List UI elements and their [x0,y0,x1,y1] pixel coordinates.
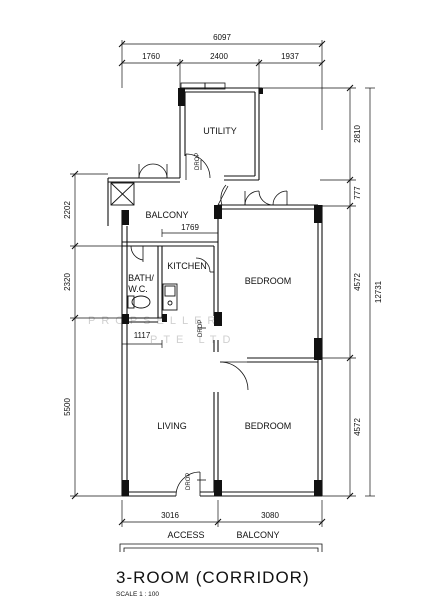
watermark-line2: PTE LTD [150,334,236,346]
room-living: LIVING [157,421,187,431]
dimension-lines [70,40,375,527]
room-bedroom-lower: BEDROOM [245,421,292,431]
dim-bottom-2: 3080 [261,511,279,520]
access-balcony-outline [119,543,323,552]
plan-scale: SCALE 1 : 100 [116,591,159,598]
dim-left-1: 2202 [63,201,72,219]
dim-top-2: 2400 [210,52,228,61]
dim-top-3: 1937 [281,52,299,61]
toilet-icon [127,295,151,309]
drop-label-kitchen: DROP [198,320,204,337]
dim-bottom-1: 3016 [161,511,179,520]
room-balcony: BALCONY [145,210,188,220]
dim-right-3: 4572 [353,273,362,291]
dim-left-3: 5500 [63,398,72,416]
dimension-ticks [71,40,354,526]
structural-columns [122,88,322,496]
dim-right-4: 4572 [353,418,362,436]
access-balcony-label: BALCONY [236,530,279,540]
utility-window [180,82,226,90]
drop-arrow-icon [197,160,206,481]
dim-bath-width: 1117 [134,331,151,340]
dim-overall-width: 6097 [213,33,231,42]
room-utility: UTILITY [203,126,237,136]
dim-kitchen-width: 1769 [181,223,199,232]
dim-left-2: 2320 [63,273,72,291]
kitchen-sink-icon [162,283,178,311]
room-bath-line1: BATH/ [128,273,154,283]
drop-label-utility: DROP [195,153,201,170]
plan-title: 3-ROOM (CORRIDOR) [116,568,310,587]
refuse-chute-icon [110,182,135,206]
doors [130,153,288,497]
dim-top-1: 1760 [142,52,160,61]
access-label: ACCESS [167,530,204,540]
dim-right-1: 2810 [353,125,362,143]
room-bedroom-upper: BEDROOM [245,276,292,286]
room-bath-line2: W.C. [128,284,148,294]
room-kitchen: KITCHEN [167,261,207,271]
dim-right-2: 777 [353,186,362,200]
dim-overall-height: 12731 [374,280,383,303]
drop-label-entrance: DROP [186,473,192,490]
